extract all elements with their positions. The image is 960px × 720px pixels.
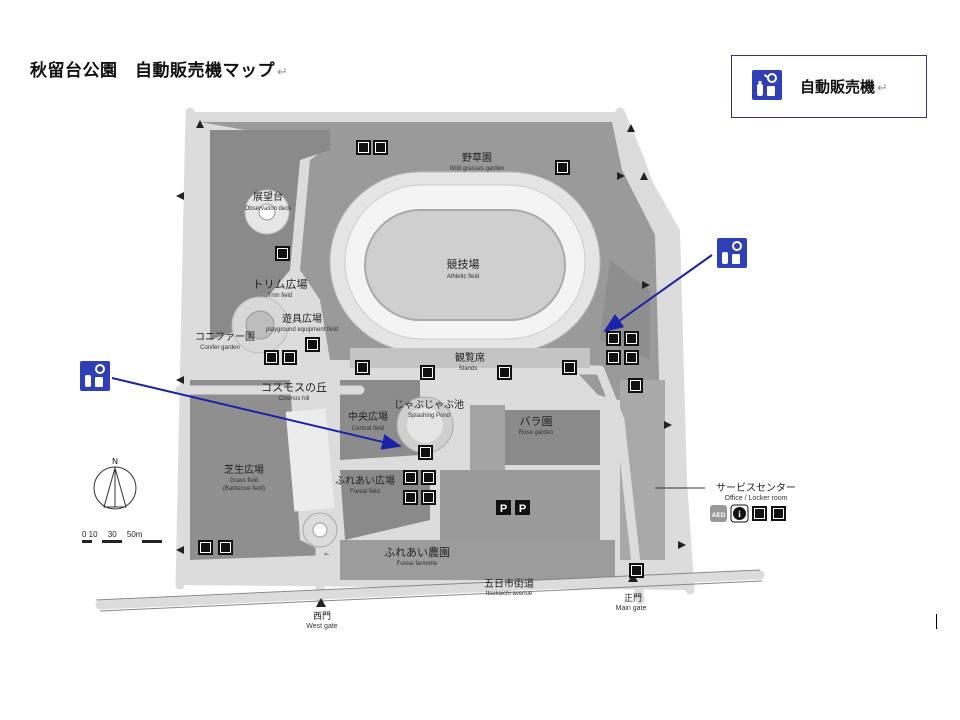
arrow-west (111, 377, 402, 450)
label-wild-garden: 野草園 (462, 152, 492, 164)
svg-text:West gate: West gate (306, 623, 337, 630)
compass-north-label: N (112, 457, 118, 466)
svg-text:Main gate: Main gate (616, 605, 647, 612)
label-observation: 展望台 (253, 190, 283, 203)
svg-text:Office / Locker room: Office / Locker room (725, 495, 788, 502)
svg-text:Rose garden: Rose garden (519, 430, 553, 436)
text-cursor (936, 614, 937, 629)
gate-markers (176, 120, 686, 607)
svg-text:Cosmos hill: Cosmos hill (278, 396, 309, 402)
svg-text:(Barbecue field): (Barbecue field) (223, 486, 265, 492)
svg-text:Fureai farmette: Fureai farmette (397, 561, 438, 567)
parking-icon: P (496, 500, 511, 515)
label-conifer: コニファー園 (195, 331, 255, 343)
west-gate-marker (316, 598, 326, 607)
legend-label: 自動販売機↵ (800, 78, 888, 96)
svg-text:Itsukaichi avenue: Itsukaichi avenue (486, 591, 533, 597)
svg-text:Central field: Central field (352, 426, 384, 432)
label-farmette: ふれあい農園 (384, 545, 450, 559)
arrow-east (603, 254, 713, 333)
label-grass: 芝生広場 (224, 463, 264, 476)
label-service-center: サービスセンター (716, 482, 796, 494)
label-fureai-field: ふれあい広場 (335, 474, 395, 487)
label-stands: 観覧席 (455, 351, 485, 364)
svg-text:P: P (500, 503, 507, 515)
svg-text:Conifer garden: Conifer garden (200, 345, 240, 351)
label-playground: 遊具広場 (282, 312, 322, 325)
vending-machine-marker-east (717, 238, 747, 268)
return-mark: ↵ (277, 65, 289, 80)
label-athletic: 競技場 (447, 257, 480, 271)
vending-machine-marker-west (80, 361, 110, 391)
label-rose: バラ園 (520, 415, 553, 428)
svg-text:Trim field: Trim field (268, 293, 292, 299)
label-cosmos: コスモスの丘 (261, 381, 327, 394)
svg-text:Observation deck: Observation deck (245, 206, 293, 212)
roads (95, 107, 765, 610)
athletic-field (329, 171, 601, 368)
svg-text:AED: AED (712, 512, 726, 519)
scale-bar: 0 10 30 50m (82, 530, 162, 543)
svg-text:Splashing Pond: Splashing Pond (408, 413, 450, 419)
legend-box: 自動販売機↵ (731, 55, 927, 118)
label-west-gate: 西門 (313, 611, 331, 622)
svg-text:Grass field: Grass field (230, 478, 259, 484)
label-trim: トリム広場 (253, 278, 308, 291)
label-central: 中央広場 (348, 410, 388, 423)
label-avenue: 五日市街道 (484, 577, 534, 590)
scale-labels: 0 10 30 50m (82, 530, 143, 539)
label-splashing: じゃぶじゃぶ池 (394, 398, 464, 411)
svg-text:Wild grasses garden: Wild grasses garden (450, 166, 505, 172)
svg-text:Stands: Stands (459, 366, 478, 372)
page-title: 秋留台公園 自動販売機マップ↵ (30, 61, 289, 81)
area-labels: 野草園 Wild grasses garden 展望台 Observation … (195, 152, 796, 630)
svg-text:playground equipment field: playground equipment field (266, 327, 338, 333)
svg-text:Fureai field: Fureai field (350, 489, 380, 495)
info-icon: i (730, 504, 749, 523)
aed-icon: AED (710, 505, 727, 522)
compass: N (93, 457, 137, 510)
label-main-gate: 正門 (624, 593, 642, 604)
facility-icons: P P AED i (198, 140, 786, 578)
svg-text:Athletic field: Athletic field (447, 274, 479, 280)
vending-machine-icon (752, 70, 782, 100)
svg-text:P: P (519, 503, 526, 515)
svg-text:i: i (738, 509, 741, 519)
parking-accessible-icon: P (515, 500, 530, 515)
